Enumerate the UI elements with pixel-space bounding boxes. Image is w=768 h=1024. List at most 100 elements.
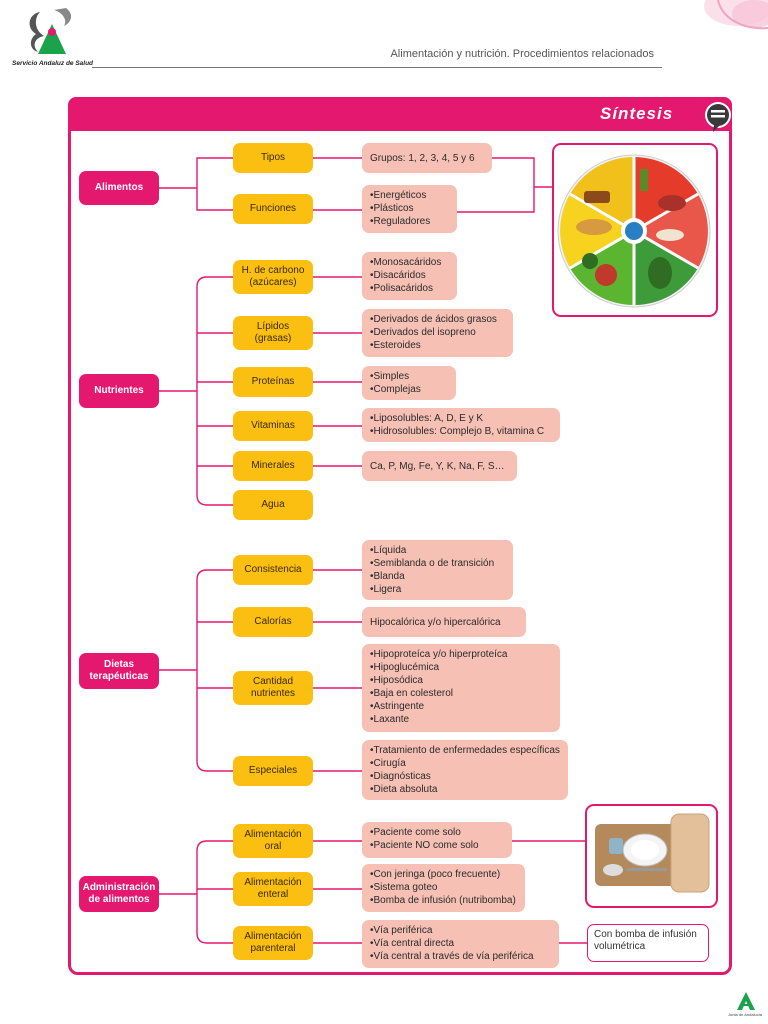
- list-item: Plásticos: [370, 202, 449, 215]
- sub-lipidos: Lípidos (grasas): [233, 316, 313, 350]
- list-item: Esteroides: [370, 339, 505, 352]
- list-item: Hipoproteíca y/o hiperproteíca: [370, 648, 552, 661]
- sub-agua: Agua: [233, 490, 313, 520]
- sub-parenteral-line2: parenteral: [250, 943, 296, 954]
- list-item: Diagnósticas: [370, 770, 560, 783]
- food-tray-image-box: [585, 804, 718, 908]
- list-item: Liposolubles: A, D, E y K: [370, 412, 552, 425]
- flower-decoration: [658, 0, 768, 50]
- list-item: Astringente: [370, 700, 552, 713]
- sub-consistencia: Consistencia: [233, 555, 313, 585]
- detail-vitaminas: Liposolubles: A, D, E y KHidrosolubles: …: [362, 408, 560, 442]
- sub-alimentacion-enteral: Alimentación enteral: [233, 872, 313, 906]
- list-item: Líquida: [370, 544, 505, 557]
- list-item: Bomba de infusión (nutribomba): [370, 894, 517, 907]
- list-item: Hiposódica: [370, 674, 552, 687]
- section-title: Síntesis: [600, 104, 674, 123]
- org-name: Servicio Andaluz de Salud: [12, 60, 94, 67]
- footer-text: Junta de Andalucía: [728, 1012, 763, 1017]
- junta-andalucia-logo: [735, 990, 757, 1012]
- list-item: Energéticos: [370, 189, 449, 202]
- category-alimentos: Alimentos: [79, 171, 159, 205]
- detail-alimentacion-enteral: Con jeringa (poco frecuente)Sistema gote…: [362, 864, 525, 912]
- category-dietas-line2: terapéuticas: [89, 671, 149, 682]
- sub-hidratos-carbono: H. de carbono (azúcares): [233, 260, 313, 294]
- food-tray-illustration: [595, 813, 710, 893]
- detail-tipos: Grupos: 1, 2, 3, 4, 5 y 6: [362, 143, 492, 173]
- detail-cantidad: Hipoproteíca y/o hiperproteícaHipoglucém…: [362, 644, 560, 732]
- sub-funciones: Funciones: [233, 194, 313, 224]
- category-dietas-terapeuticas: Dietas terapéuticas: [79, 653, 159, 689]
- list-item: Paciente come solo: [370, 826, 504, 839]
- sub-alimentacion-parenteral: Alimentación parenteral: [233, 926, 313, 960]
- list-item: Tratamiento de enfermedades específicas: [370, 744, 560, 757]
- sub-lipidos-line1: Lípidos: [256, 321, 290, 332]
- list-item: Vía central a través de vía periférica: [370, 950, 551, 963]
- sub-tipos: Tipos: [233, 143, 313, 173]
- detail-calorias: Hipocalórica y/o hipercalórica: [362, 607, 526, 637]
- sub-vitaminas: Vitaminas: [233, 411, 313, 441]
- list-item: Derivados de ácidos grasos: [370, 313, 505, 326]
- category-dietas-line1: Dietas: [103, 659, 134, 670]
- sub-minerales: Minerales: [233, 451, 313, 481]
- list-item: Disacáridos: [370, 269, 449, 282]
- sub-enteral-line2: enteral: [257, 889, 289, 900]
- list-item: Laxante: [370, 713, 552, 726]
- sub-cantidad-nutrientes: Cantidad nutrientes: [233, 671, 313, 705]
- list-item: Semiblanda o de transición: [370, 557, 505, 570]
- list-item: Sistema goteo: [370, 881, 517, 894]
- list-item: Con jeringa (poco frecuente): [370, 868, 517, 881]
- sub-proteinas: Proteínas: [233, 367, 313, 397]
- list-item: Ligera: [370, 583, 505, 596]
- list-item: Polisacáridos: [370, 282, 449, 295]
- synthesis-header-band: [68, 97, 732, 131]
- detail-proteinas: SimplesComplejas: [362, 366, 456, 400]
- list-item: Paciente NO come solo: [370, 839, 504, 852]
- detail-especiales: Tratamiento de enfermedades específicasC…: [362, 740, 568, 800]
- list-item: Hidrosolubles: Complejo B, vitamina C: [370, 425, 552, 438]
- sub-enteral-line1: Alimentación: [244, 877, 302, 888]
- detail-alimentacion-oral: Paciente come soloPaciente NO come solo: [362, 822, 512, 858]
- detail-minerales: Ca, P, Mg, Fe, Y, K, Na, F, S…: [362, 451, 517, 481]
- list-item: Simples: [370, 370, 448, 383]
- detail-hcarbono: MonosacáridosDisacáridosPolisacáridos: [362, 252, 457, 300]
- list-item: Dieta absoluta: [370, 783, 560, 796]
- category-admin-line2: de alimentos: [88, 894, 150, 905]
- sas-logo: [18, 6, 90, 62]
- note-bomba-infusion: Con bomba de infusión volumétrica: [587, 924, 709, 962]
- list-item: Vía central directa: [370, 937, 551, 950]
- sub-lipidos-line2: (grasas): [254, 333, 292, 344]
- list-item: Hipoglucémica: [370, 661, 552, 674]
- category-nutrientes: Nutrientes: [79, 374, 159, 408]
- list-item: Cirugía: [370, 757, 560, 770]
- list-item: Derivados del isopreno: [370, 326, 505, 339]
- speech-bubble-icon: [704, 101, 732, 133]
- header-rule: [92, 67, 662, 68]
- detail-funciones: EnergéticosPlásticosReguladores: [362, 185, 457, 233]
- food-wheel-image-box: [552, 143, 718, 317]
- list-item: Complejas: [370, 383, 448, 396]
- detail-lipidos: Derivados de ácidos grasosDerivados del …: [362, 309, 513, 357]
- detail-consistencia: LíquidaSemiblanda o de transiciónBlandaL…: [362, 540, 513, 600]
- list-item: Monosacáridos: [370, 256, 449, 269]
- food-wheel-illustration: [557, 154, 711, 308]
- document-title: Alimentación y nutrición. Procedimientos…: [390, 48, 654, 60]
- detail-alimentacion-parenteral: Vía periféricaVía central directaVía cen…: [362, 920, 559, 968]
- sub-especiales: Especiales: [233, 756, 313, 786]
- sub-cantidad-line1: Cantidad: [252, 676, 294, 687]
- category-administracion: Administración de alimentos: [79, 876, 159, 912]
- sub-hcarbono-line2: (azúcares): [249, 277, 297, 288]
- list-item: Blanda: [370, 570, 505, 583]
- list-item: Reguladores: [370, 215, 449, 228]
- sub-alimentacion-oral: Alimentación oral: [233, 824, 313, 858]
- list-item: Vía periférica: [370, 924, 551, 937]
- sub-calorias: Calorías: [233, 607, 313, 637]
- sub-cantidad-line2: nutrientes: [251, 688, 295, 699]
- list-item: Baja en colesterol: [370, 687, 552, 700]
- sub-oral-line1: Alimentación: [244, 829, 302, 840]
- category-admin-line1: Administración: [82, 882, 156, 893]
- sub-parenteral-line1: Alimentación: [244, 931, 302, 942]
- sub-hcarbono-line1: H. de carbono: [241, 265, 305, 276]
- sub-oral-line2: oral: [264, 841, 282, 852]
